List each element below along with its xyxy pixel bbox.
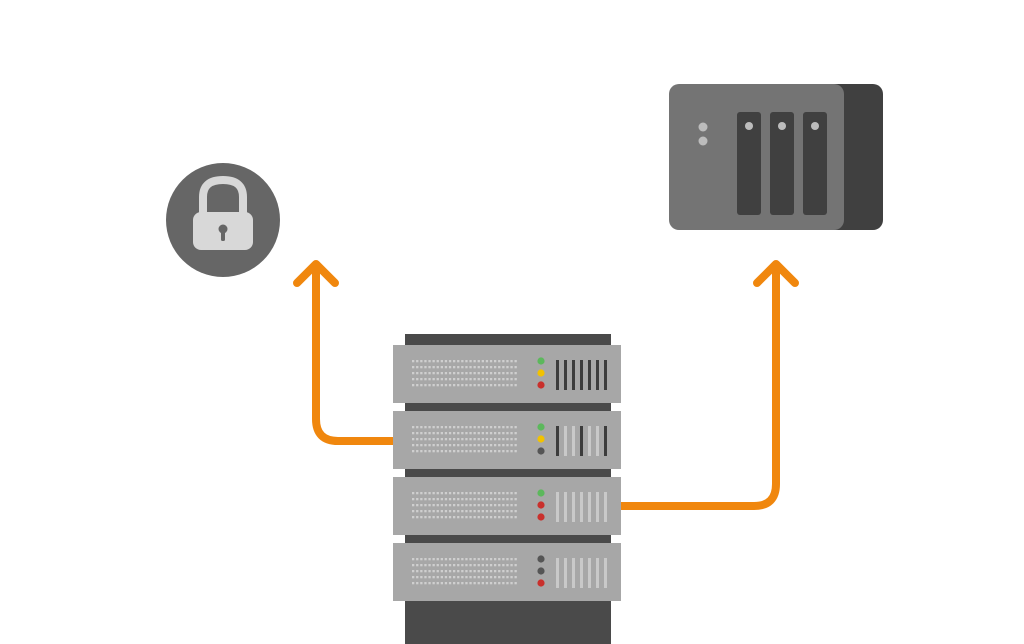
nas-status-light: [698, 122, 708, 132]
arrow-to-nas: [616, 260, 799, 510]
nas-drive-light: [811, 122, 819, 130]
connector-line-nas: [616, 262, 780, 510]
nas-drive-bay: [803, 112, 827, 215]
status-led: [537, 513, 545, 521]
status-led: [537, 423, 545, 431]
vent-bar: [564, 360, 567, 390]
vent-bar: [604, 558, 607, 588]
status-led: [537, 555, 545, 563]
status-led: [537, 489, 545, 497]
nas-status-light: [698, 136, 708, 146]
vent-bar: [572, 492, 575, 522]
server-rack-icon: [393, 345, 621, 601]
vent-grid: [412, 360, 517, 387]
nas-drive-bay: [770, 112, 794, 215]
nas-drive-light: [778, 122, 786, 130]
server-unit: [393, 477, 621, 535]
vent-bar: [556, 492, 559, 522]
status-led: [537, 435, 545, 443]
nas-drive-light: [745, 122, 753, 130]
vent-bar: [564, 492, 567, 522]
vent-bar: [580, 558, 583, 588]
nas-drive-bay: [737, 112, 761, 215]
vent-bar: [596, 360, 599, 390]
vent-bar: [556, 426, 559, 456]
arrow-up-icon: [293, 260, 339, 287]
vent-bar: [588, 360, 591, 390]
server-unit: [393, 345, 621, 403]
status-led: [537, 501, 545, 509]
server-rack-node: [393, 334, 621, 644]
vent-bar: [604, 360, 607, 390]
vent-bar: [580, 492, 583, 522]
vent-bar: [580, 360, 583, 390]
status-led: [537, 381, 545, 389]
vent-bar: [572, 426, 575, 456]
vent-bar: [564, 426, 567, 456]
vent-bar: [564, 558, 567, 588]
vent-bar: [572, 360, 575, 390]
vent-bar: [604, 426, 607, 456]
vent-bar: [572, 558, 575, 588]
connector-line-lock: [312, 262, 400, 445]
vent-grid: [412, 426, 517, 453]
server-unit: [393, 411, 621, 469]
vent-grid: [412, 558, 517, 585]
status-led: [537, 369, 545, 377]
arrow-up-icon: [753, 260, 799, 287]
vent-bar: [596, 426, 599, 456]
vent-grid: [412, 492, 517, 519]
vent-bar: [556, 360, 559, 390]
arrow-to-lock: [293, 260, 400, 445]
vent-bar: [580, 426, 583, 456]
server-unit: [393, 543, 621, 601]
nas-node: [669, 84, 883, 230]
vent-bar: [588, 426, 591, 456]
vent-bar: [604, 492, 607, 522]
padlock-icon: [193, 175, 253, 250]
status-led: [537, 447, 545, 455]
vent-bar: [588, 492, 591, 522]
vent-bar: [596, 558, 599, 588]
vent-bar: [588, 558, 591, 588]
vent-bar: [596, 492, 599, 522]
nas-storage-icon: [698, 112, 827, 215]
status-led: [537, 579, 545, 587]
status-led: [537, 567, 545, 575]
vent-bar: [556, 558, 559, 588]
status-led: [537, 357, 545, 365]
lock-node: [166, 163, 280, 277]
